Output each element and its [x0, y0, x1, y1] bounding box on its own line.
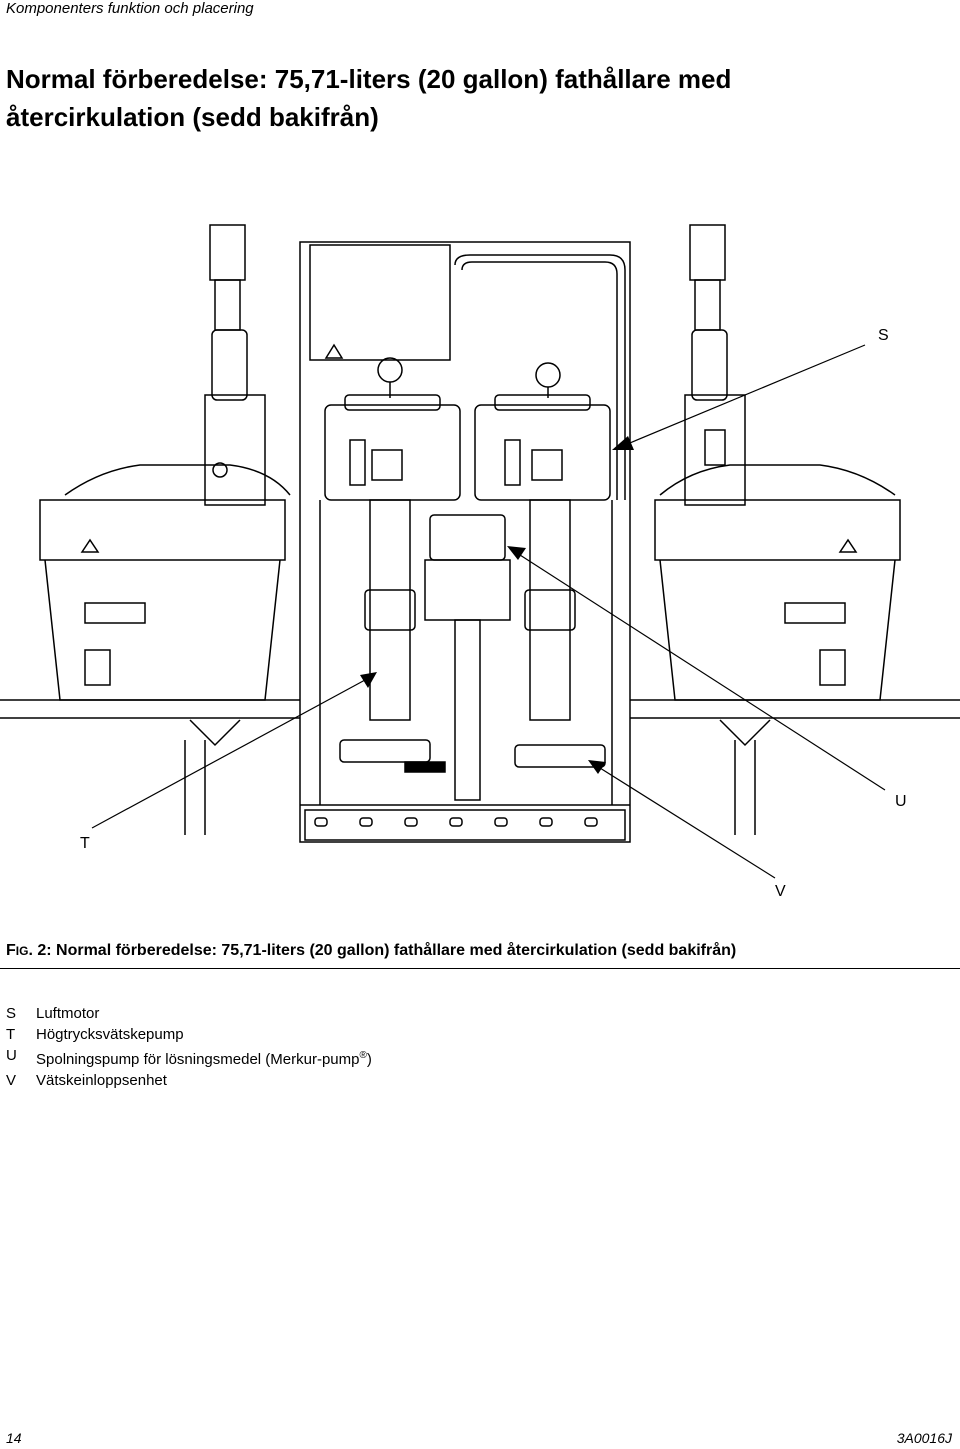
legend-text: Vätskeinloppsenhet [36, 1072, 167, 1089]
legend-text: Spolningspump för lösningsmedel (Merkur-… [36, 1045, 372, 1070]
control-box [309, 244, 626, 500]
page-number: 14 [6, 1430, 22, 1446]
legend-row: U Spolningspump för lösningsmedel (Merku… [6, 1045, 372, 1070]
legend-row: V Vätskeinloppsenhet [6, 1070, 372, 1091]
callout-t: T [80, 835, 90, 852]
page-title: Normal förberedelse: 75,71-liters (20 ga… [6, 64, 732, 132]
legend-row: T Högtrycksvätskepump [6, 1024, 372, 1045]
central-frame [299, 241, 631, 843]
leader-lines [91, 344, 886, 879]
hopper-right [630, 224, 960, 835]
legend-key: U [6, 1047, 17, 1064]
legend: S Luftmotor T Högtrycksvätskepump U Spol… [6, 1003, 372, 1091]
pumps [339, 499, 606, 801]
registered-mark: ® [359, 1050, 367, 1061]
callout-v: V [775, 883, 786, 900]
legend-text: Luftmotor [36, 1005, 100, 1022]
legend-row: S Luftmotor [6, 1003, 372, 1024]
running-header: Komponenters funktion och placering [6, 0, 254, 17]
legend-text-tail: ) [366, 1051, 372, 1068]
legend-text: Högtrycksvätskepump [36, 1026, 184, 1043]
caption-prefix: F [6, 942, 16, 959]
caption-rule [0, 968, 960, 969]
legend-key: T [6, 1026, 16, 1043]
air-motor-right [474, 362, 611, 501]
legend-key: V [6, 1072, 17, 1089]
legend-key: S [6, 1005, 17, 1022]
figure-caption: FIG. 2: Normal förberedelse: 75,71-liter… [6, 942, 960, 960]
caption-text: . 2: Normal förberedelse: 75,71-liters (… [28, 942, 737, 959]
document-id: 3A0016J [896, 1430, 952, 1446]
hopper-left [0, 224, 300, 835]
equipment-figure: S T U V [0, 224, 960, 900]
legend-text-main: Spolningspump för lösningsmedel (Merkur-… [36, 1051, 360, 1068]
caption-prefix-smallcaps: IG [15, 944, 29, 958]
air-motor-left [324, 357, 461, 501]
callout-u: U [895, 793, 907, 810]
callout-s: S [878, 327, 889, 344]
